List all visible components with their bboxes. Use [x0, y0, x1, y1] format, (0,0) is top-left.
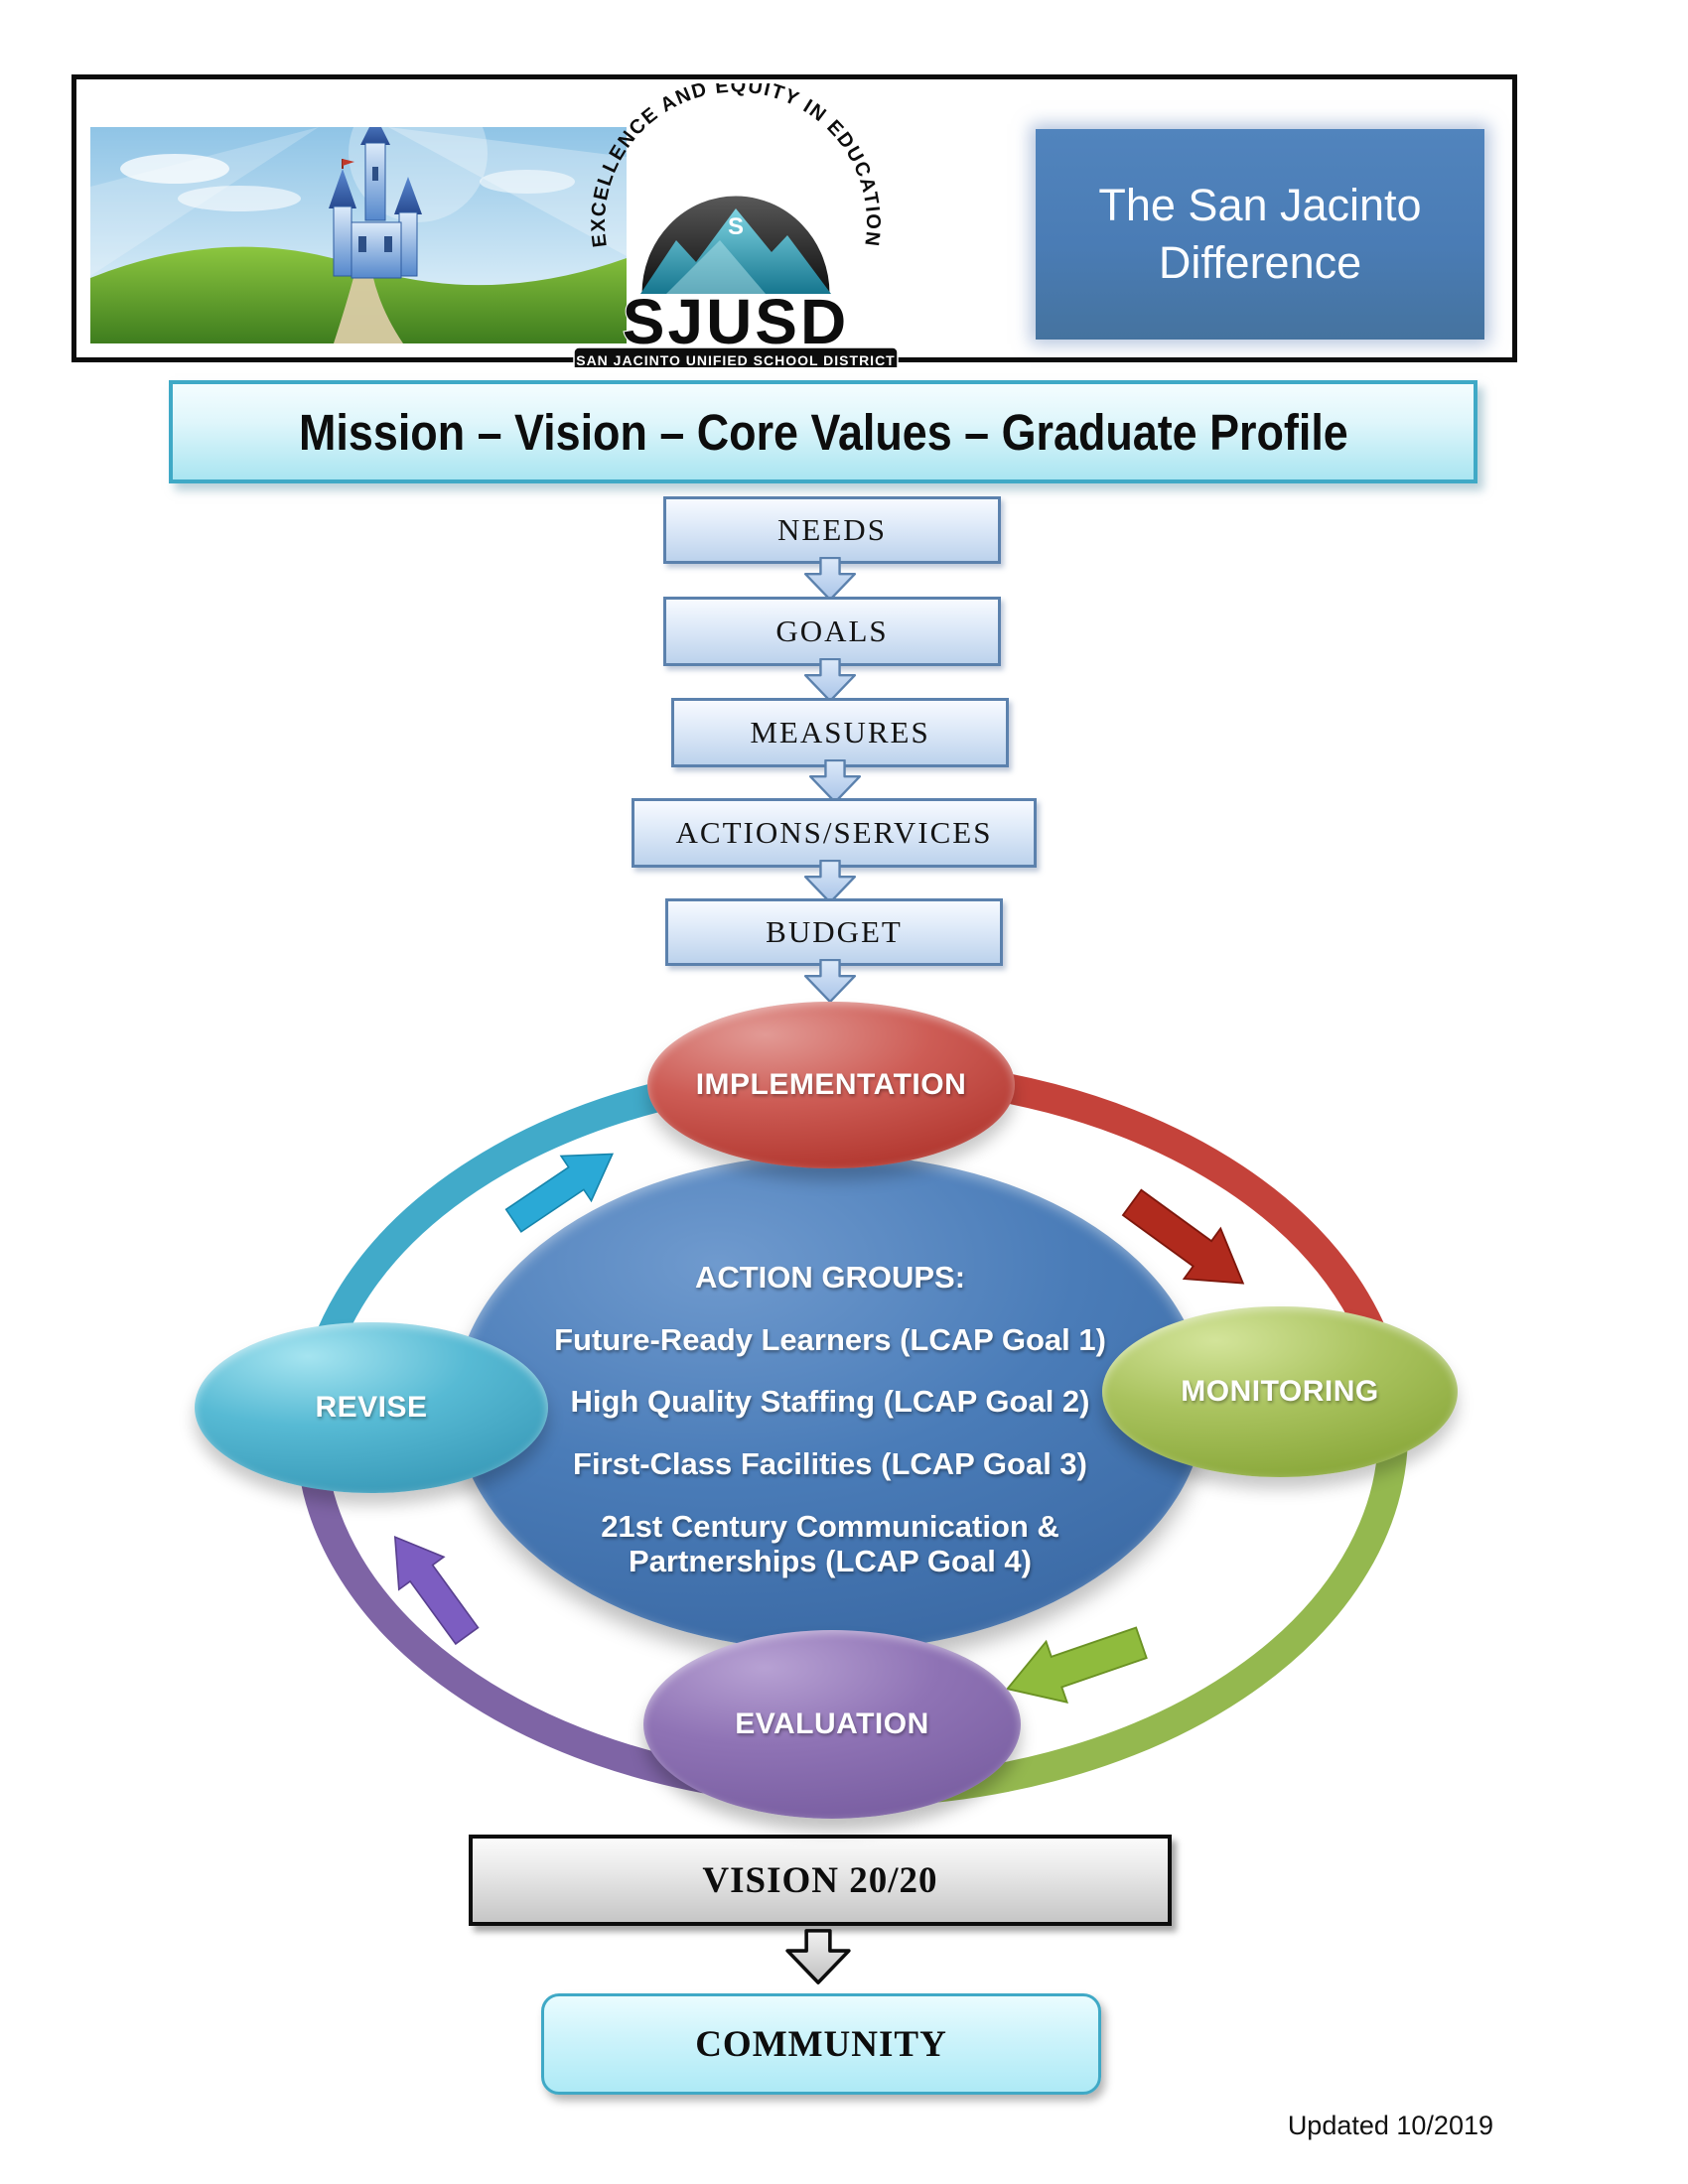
district-logo: EXCELLENCE AND EQUITY IN EDUCATION S SJU…: [573, 83, 899, 367]
logo-acronym: SJUSD: [623, 286, 849, 357]
down-arrow-icon: [803, 959, 857, 1003]
action-groups-heading: ACTION GROUPS:: [694, 1260, 966, 1296]
cycle-arrow-monitoring-to-evaluation-icon: [1005, 1626, 1148, 1705]
action-groups-ellipse: ACTION GROUPS: Future-Ready Learners (LC…: [455, 1155, 1205, 1651]
cycle-arrow-evaluation-to-revise-icon: [393, 1535, 480, 1646]
down-arrow-icon: [803, 557, 857, 601]
down-arrow-gray-icon: [785, 1929, 851, 1984]
action-group-item: High Quality Staffing (LCAP Goal 2): [570, 1384, 1090, 1420]
stage-label: MONITORING: [1181, 1375, 1379, 1408]
action-group-item: 21st Century Communication & Partnership…: [601, 1508, 1059, 1579]
flow-box-needs: NEEDS: [663, 496, 1001, 564]
down-arrow-icon: [808, 759, 862, 803]
stage-revise-ellipse: REVISE: [195, 1322, 548, 1493]
stage-monitoring-ellipse: MONITORING: [1102, 1306, 1458, 1477]
flow-label: MEASURES: [750, 715, 930, 750]
action-group-item: Future-Ready Learners (LCAP Goal 1): [554, 1321, 1106, 1357]
cycle-arrow-revise-to-implementation-icon: [504, 1153, 615, 1233]
flow-label: GOALS: [775, 614, 889, 648]
mission-banner-title: Mission – Vision – Core Values – Graduat…: [298, 403, 1348, 461]
stage-label: IMPLEMENTATION: [695, 1068, 967, 1101]
stage-evaluation-ellipse: EVALUATION: [643, 1630, 1021, 1819]
flow-label: NEEDS: [777, 512, 887, 547]
community-box: COMMUNITY: [541, 1993, 1101, 2095]
header-banner: EXCELLENCE AND EQUITY IN EDUCATION S SJU…: [71, 74, 1517, 367]
logo-s-mark: S: [728, 213, 744, 240]
community-label: COMMUNITY: [695, 2023, 947, 2065]
stage-label: EVALUATION: [735, 1707, 929, 1740]
tagline-box: The San Jacinto Difference: [1036, 129, 1484, 340]
castle-icon: [329, 127, 422, 279]
castle-image: [90, 127, 627, 343]
cycle-arrow-implementation-to-monitoring-icon: [1121, 1188, 1245, 1285]
action-group-item: First-Class Facilities (LCAP Goal 3): [573, 1446, 1087, 1481]
mission-banner: Mission – Vision – Core Values – Graduat…: [169, 380, 1477, 483]
stage-label: REVISE: [315, 1391, 428, 1424]
down-arrow-icon: [803, 860, 857, 903]
logo-mountains-icon: [640, 208, 831, 294]
vision-box: VISION 20/20: [469, 1835, 1172, 1926]
down-arrow-icon: [803, 658, 857, 702]
vision-label: VISION 20/20: [702, 1859, 938, 1901]
flow-label: ACTIONS/SERVICES: [675, 815, 993, 850]
flow-label: BUDGET: [766, 914, 903, 949]
flow-box-actions-services: ACTIONS/SERVICES: [632, 798, 1037, 868]
updated-note: Updated 10/2019: [1287, 2111, 1493, 2140]
tagline-text: The San Jacinto Difference: [1098, 180, 1422, 288]
stage-implementation-ellipse: IMPLEMENTATION: [647, 1002, 1015, 1168]
logo-district-name: SAN JACINTO UNIFIED SCHOOL DISTRICT: [576, 352, 896, 367]
